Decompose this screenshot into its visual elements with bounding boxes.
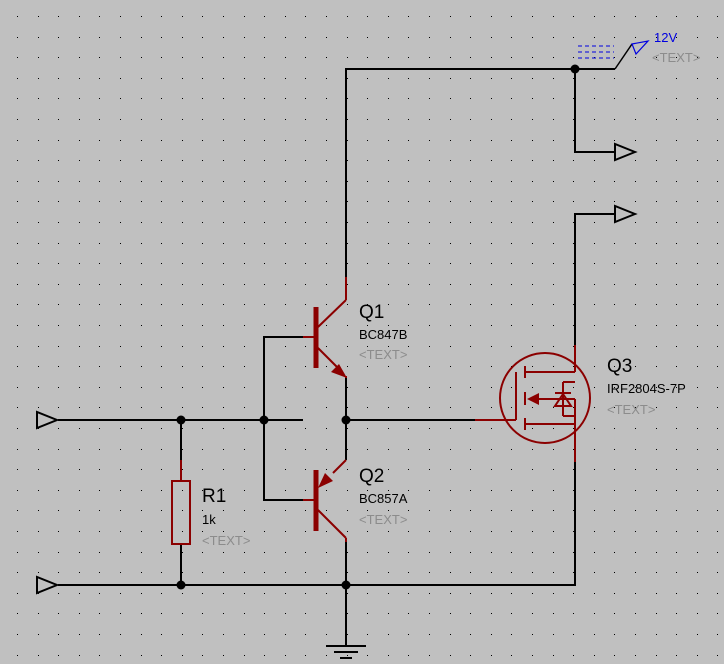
grid-dots [17, 16, 718, 656]
junction [341, 580, 351, 590]
q2-value: BC857A [359, 491, 408, 506]
q3-ref: Q3 [607, 356, 632, 377]
input-port-icon[interactable] [36, 575, 60, 595]
junction [341, 415, 351, 425]
r1-text-placeholder: <TEXT> [202, 533, 250, 548]
ground-icon[interactable] [326, 645, 366, 659]
junction [176, 580, 186, 590]
power-flag-icon[interactable] [578, 40, 650, 70]
junctions [176, 64, 580, 590]
q1-text-placeholder: <TEXT> [359, 347, 407, 362]
junction [570, 64, 580, 74]
transistor-q1-symbol[interactable] [303, 277, 347, 378]
input-port-icon[interactable] [36, 410, 60, 430]
wire-12v-rail[interactable] [345, 68, 615, 277]
resistor-r1-symbol[interactable] [171, 460, 191, 545]
power-net-label: 12V [654, 30, 677, 45]
junction [259, 415, 269, 425]
wires [58, 68, 615, 645]
q1-value: BC847B [359, 327, 407, 342]
q2-text-placeholder: <TEXT> [359, 512, 407, 527]
power-text-placeholder: <TEXT> [652, 50, 700, 65]
wire-ground-rail[interactable] [58, 462, 576, 586]
q3-value: IRF2804S-7P [607, 381, 686, 396]
r1-ref: R1 [202, 486, 226, 507]
junction [176, 415, 186, 425]
q1-ref: Q1 [359, 302, 384, 323]
q3-text-placeholder: <TEXT> [607, 402, 655, 417]
output-port-icon[interactable] [614, 204, 638, 224]
transistor-q2-symbol[interactable] [303, 459, 347, 542]
q2-ref: Q2 [359, 466, 384, 487]
wire-drain-out[interactable] [574, 213, 615, 345]
mosfet-q3-symbol[interactable] [475, 345, 591, 462]
wire-base-tie[interactable] [263, 336, 303, 501]
output-port-icon[interactable] [614, 142, 638, 162]
r1-value: 1k [202, 512, 216, 527]
wire-12v-out[interactable] [574, 69, 615, 153]
